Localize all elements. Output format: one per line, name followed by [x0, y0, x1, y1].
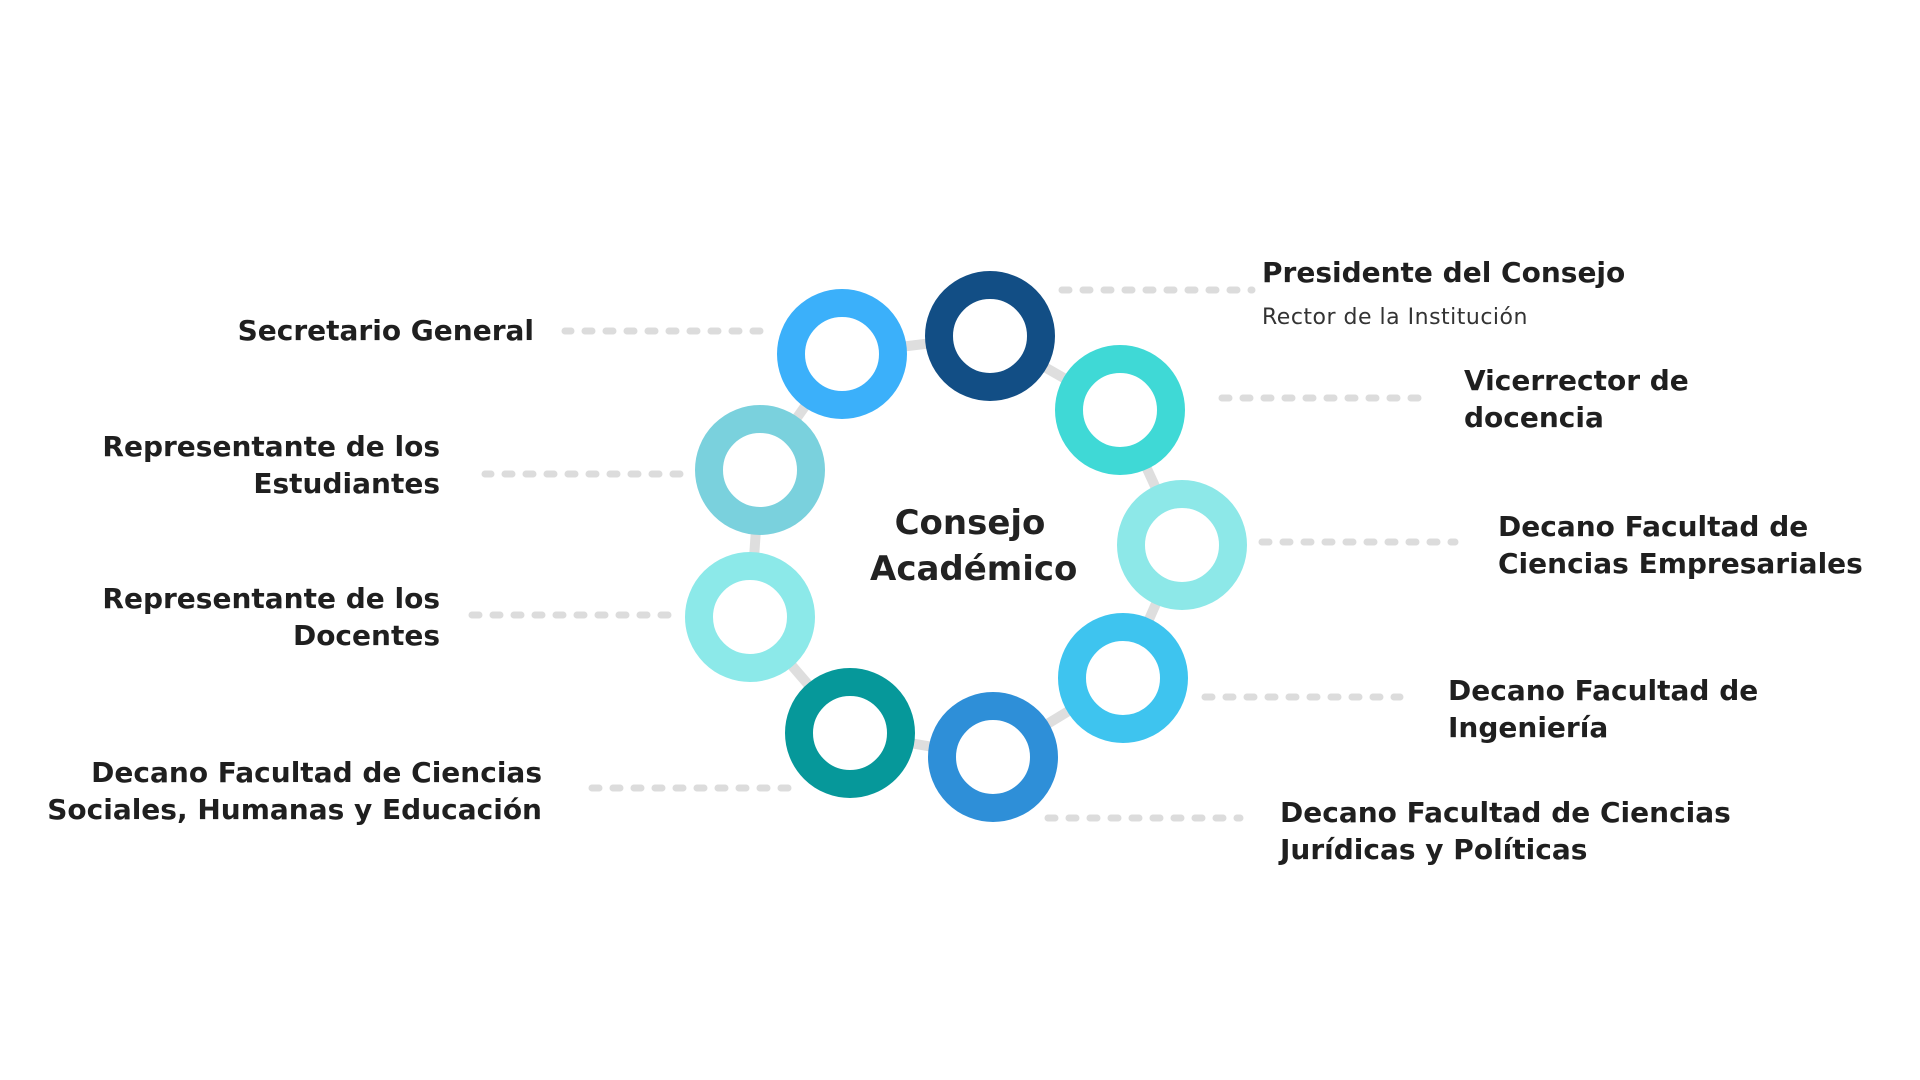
- label-estudiantes: Representante de los Estudiantes: [102, 430, 440, 500]
- label-sociales: Decano Facultad de Ciencias Sociales, Hu…: [47, 756, 542, 826]
- ring-sociales: [785, 668, 915, 798]
- label-docentes: Representante de los Docentes: [102, 582, 440, 652]
- label-vicerrector: Vicerrector de docencia: [1464, 364, 1689, 434]
- center-title: Consejo Académico: [870, 500, 1078, 592]
- ring-docentes: [685, 552, 815, 682]
- center-title-line2: Académico: [870, 549, 1078, 589]
- ring-ingenieria: [1058, 613, 1188, 743]
- center-title-line1: Consejo: [894, 503, 1046, 543]
- ring-empresariales: [1117, 480, 1247, 610]
- label-ingenieria: Decano Facultad de Ingeniería: [1448, 674, 1759, 744]
- label-juridicas: Decano Facultad de Ciencias Jurídicas y …: [1280, 796, 1731, 866]
- label-empresariales: Decano Facultad de Ciencias Empresariale…: [1498, 510, 1863, 580]
- ring-vicerrector: [1055, 345, 1185, 475]
- label-presidente: Presidente del Consejo: [1262, 256, 1626, 289]
- sublabel-presidente: Rector de la Institución: [1262, 305, 1528, 330]
- label-secretario: Secretario General: [237, 314, 534, 347]
- ring-juridicas: [928, 692, 1058, 822]
- ring-presidente: [925, 271, 1055, 401]
- ring-estudiantes: [695, 405, 825, 535]
- connector-ring: [745, 331, 1187, 762]
- ring-secretario: [777, 289, 907, 419]
